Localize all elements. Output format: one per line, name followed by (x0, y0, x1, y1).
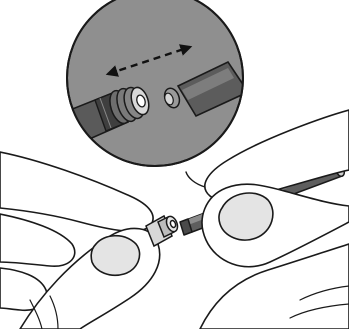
right-thumbnail (219, 193, 273, 240)
left-middle-finger (0, 214, 75, 266)
magnified-inset (50, 0, 248, 166)
left-thumbnail (91, 236, 139, 276)
left-hand (0, 152, 160, 329)
